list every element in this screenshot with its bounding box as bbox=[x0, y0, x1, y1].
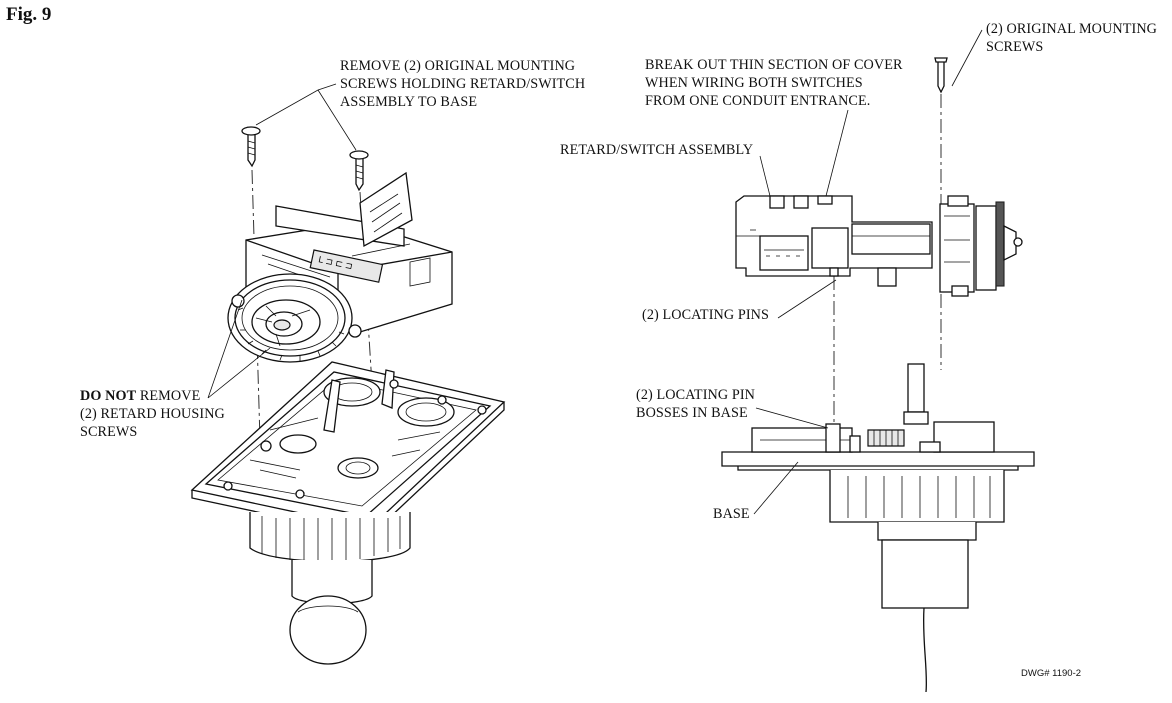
label-line: SCREWS bbox=[80, 424, 138, 440]
label-line: WHEN WIRING BOTH SWITCHES bbox=[645, 75, 863, 91]
right-retard-switch-assembly bbox=[735, 195, 1023, 297]
right-leader-lines bbox=[753, 29, 983, 515]
label-line: DO NOT REMOVE bbox=[80, 387, 225, 405]
label-locating-pin-bosses: (2) LOCATING PIN BOSSES IN BASE bbox=[636, 386, 755, 422]
label-line: (2) LOCATING PIN bbox=[636, 387, 756, 403]
label-remove-original-screws-left: REMOVE (2) ORIGINAL MOUNTING SCREWS HOLD… bbox=[340, 57, 585, 111]
label-line: SCREWS bbox=[986, 39, 1044, 55]
do-not-emphasis: DO NOT bbox=[80, 388, 137, 404]
left-mounting-screw-2 bbox=[349, 150, 369, 192]
left-base bbox=[190, 361, 506, 537]
remove-word: REMOVE bbox=[136, 388, 201, 404]
left-retard-switch-assembly: L ⊐ ⊏ ⊐ bbox=[245, 171, 453, 333]
right-side-view bbox=[721, 57, 1035, 693]
figure-title: Fig. 9 bbox=[6, 4, 52, 25]
label-retard-switch-assembly: RETARD/SWITCH ASSEMBLY bbox=[560, 142, 754, 158]
left-isometric-view: L ⊐ ⊏ ⊐ bbox=[190, 126, 506, 665]
left-retard-dial bbox=[227, 273, 362, 363]
label-line: (2) ORIGINAL MOUNTING bbox=[986, 21, 1158, 37]
label-line: SCREWS HOLDING RETARD/SWITCH bbox=[340, 76, 586, 92]
left-leader-lines bbox=[207, 83, 357, 399]
drawing-number: DWG# 1190-2 bbox=[1021, 668, 1082, 679]
label-line: BREAK OUT THIN SECTION OF COVER bbox=[645, 57, 903, 73]
left-mounting-screw-1 bbox=[241, 126, 261, 168]
right-mounting-screw bbox=[934, 57, 948, 94]
label-line: (2) RETARD HOUSING bbox=[80, 406, 225, 422]
label-original-mounting-screws-right: (2) ORIGINAL MOUNTING SCREWS bbox=[986, 20, 1157, 56]
label-line: BOSSES IN BASE bbox=[636, 405, 748, 421]
label-line: REMOVE (2) ORIGINAL MOUNTING bbox=[340, 58, 576, 74]
label-line: ASSEMBLY TO BASE bbox=[340, 94, 478, 110]
label-locating-pins: (2) LOCATING PINS bbox=[642, 307, 770, 323]
label-do-not-remove: DO NOT REMOVE (2) RETARD HOUSING SCREWS bbox=[80, 387, 225, 441]
label-base: BASE bbox=[713, 506, 750, 522]
label-line: FROM ONE CONDUIT ENTRANCE. bbox=[645, 93, 871, 109]
left-conduit-fitting bbox=[249, 512, 411, 665]
label-break-out-cover: BREAK OUT THIN SECTION OF COVER WHEN WIR… bbox=[645, 56, 903, 110]
right-base bbox=[721, 363, 1035, 693]
